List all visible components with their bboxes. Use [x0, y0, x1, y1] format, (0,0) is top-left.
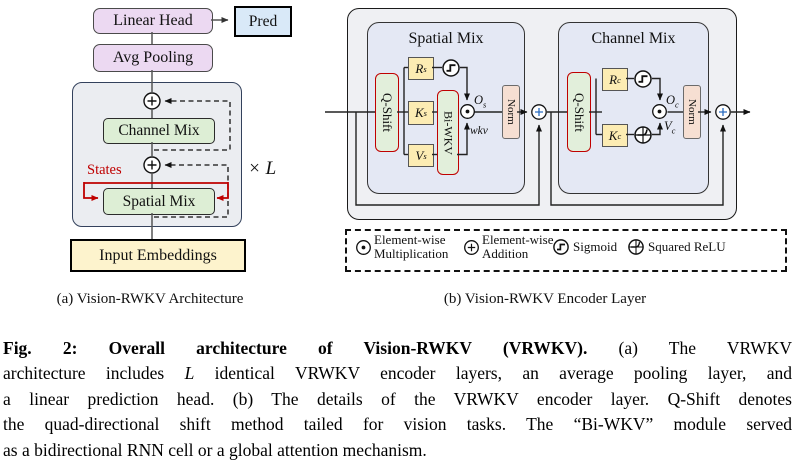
vs-label: V [415, 147, 424, 163]
states-label: States [87, 162, 122, 178]
legend-sigmoid-text: Sigmoid [573, 239, 618, 254]
sigmoid-icon [553, 239, 569, 255]
sigmoid-icon [442, 59, 460, 77]
avg-pooling-box: Avg Pooling [93, 44, 213, 72]
sigmoid-icon [634, 70, 652, 88]
channel-mix-label-a: Channel Mix [118, 122, 200, 139]
element-wise-addition-icon [464, 240, 479, 255]
qshift-box-channel: Q-Shift [567, 72, 591, 152]
caption-line-2: architecture includes L identical VRWKV … [3, 363, 792, 384]
wkv-label: wkv [470, 125, 488, 137]
element-wise-multiplication-icon [356, 240, 371, 255]
kc-label: K [608, 127, 618, 143]
biwkv-label: Bi-WKV [441, 110, 456, 155]
qshift-box-spatial: Q-Shift [375, 73, 399, 152]
vc-label: Vc [664, 119, 676, 136]
avg-pooling-label: Avg Pooling [112, 49, 194, 66]
norm-label-channel: Norm [686, 99, 698, 125]
multiplication-node-icon [652, 104, 667, 119]
norm-label-spatial: Norm [505, 99, 517, 125]
math-L: L [184, 363, 195, 384]
caption-line-1: Fig. 2: Overall architecture of Vision-R… [3, 338, 792, 358]
repeat-times-label: × L [248, 158, 277, 179]
addition-node-icon [715, 104, 731, 120]
subcaption-b: (b) Vision-RWKV Encoder Layer [443, 291, 647, 307]
norm-box-channel: Norm [683, 85, 701, 139]
oc-label: Oc [666, 93, 679, 110]
addition-node-icon [143, 92, 161, 110]
input-embeddings-box: Input Embeddings [70, 239, 246, 272]
caption-line-4: the quad-directional shift method tailed… [3, 414, 792, 435]
os-label: Os [474, 93, 487, 110]
legend-addition-text: Element-wise Addition [482, 232, 554, 261]
qshift-label-channel: Q-Shift [572, 92, 587, 132]
legend-box [345, 229, 787, 272]
legend-squared-relu-text: Squared ReLU [648, 239, 726, 254]
spatial-mix-label-a: Spatial Mix [122, 192, 196, 210]
spatial-mix-box-a: Spatial Mix [103, 188, 215, 215]
figure-caption: Fig. 2: Overall architecture of Vision-R… [0, 336, 795, 463]
linear-head-label: Linear Head [113, 12, 193, 29]
multiplication-node-icon [460, 104, 475, 119]
caption-line-3: a linear prediction head. (b) The detail… [3, 388, 792, 409]
biwkv-box: Bi-WKV [437, 90, 459, 175]
ks-label: K [415, 105, 424, 120]
caption-bold-prefix: Fig. 2: Overall architecture of Vision-R… [3, 338, 588, 358]
channel-mix-title: Channel Mix [591, 30, 676, 47]
squared-relu-icon [634, 126, 652, 144]
qshift-label-spatial: Q-Shift [380, 93, 395, 132]
linear-head-box: Linear Head [93, 8, 213, 34]
addition-node-icon [143, 156, 161, 174]
channel-mix-box-a: Channel Mix [103, 118, 215, 144]
caption-line-5: as a bidirectional RNN cell or a global … [3, 439, 427, 460]
squared-relu-icon [628, 239, 644, 255]
pred-label: Pred [248, 12, 278, 30]
subcaption-a: (a) Vision-RWKV Architecture [56, 291, 244, 307]
input-embeddings-label: Input Embeddings [99, 246, 217, 264]
rs-label: R [415, 60, 424, 76]
rc-label: R [609, 71, 618, 87]
pred-box: Pred [234, 6, 292, 37]
norm-box-spatial: Norm [502, 85, 520, 139]
legend-multiplication-text: Element-wise Multiplication [374, 232, 449, 261]
spatial-mix-title: Spatial Mix [408, 30, 484, 47]
addition-node-icon [531, 104, 547, 120]
